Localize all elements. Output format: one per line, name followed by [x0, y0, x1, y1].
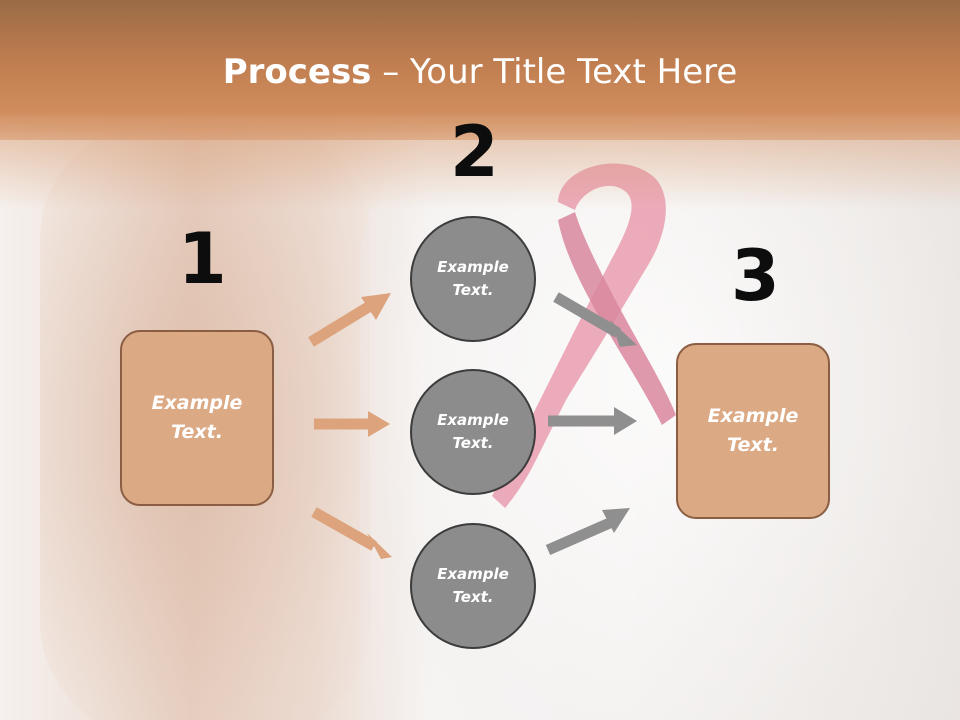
circle-top-line1: Example	[437, 258, 509, 276]
arrow-out-top-head	[610, 320, 637, 348]
step-1-box-line2: Text.	[171, 421, 223, 443]
arrow-in-down-head	[367, 533, 392, 559]
circle-middle-line1: Example	[437, 411, 509, 429]
arrow-out-bottom-head	[602, 508, 630, 533]
arrow-in-down-shaft	[311, 507, 377, 551]
circle-bottom-line2: Text.	[452, 588, 494, 606]
step-number-3: 3	[731, 235, 780, 317]
step-2-circle-bottom[interactable]: Example Text.	[410, 523, 536, 649]
circle-bottom-line1: Example	[437, 565, 509, 583]
arrow-out-bottom-shaft	[545, 516, 615, 556]
arrow-in-up-shaft	[308, 301, 373, 347]
step-3-box-line1: Example	[707, 405, 799, 427]
title-band-fade	[0, 120, 960, 210]
step-3-box[interactable]: Example Text.	[676, 343, 830, 519]
title-rest: – Your Title Text Here	[371, 52, 738, 92]
step-2-circle-top[interactable]: Example Text.	[410, 216, 536, 342]
step-number-1: 1	[178, 218, 227, 300]
arrow-in-up-head	[361, 293, 391, 320]
step-1-box-line1: Example	[151, 392, 243, 414]
arrow-out-middle-head	[614, 407, 637, 435]
circle-top-line2: Text.	[452, 281, 494, 299]
arrow-out-top-shaft	[553, 292, 621, 338]
page-title: Process – Your Title Text Here	[0, 52, 960, 92]
step-1-box[interactable]: Example Text.	[120, 330, 274, 506]
circle-middle-line2: Text.	[452, 434, 494, 452]
title-band	[0, 0, 960, 140]
title-bold: Process	[222, 52, 372, 92]
step-number-2: 2	[450, 111, 499, 193]
step-3-box-line2: Text.	[727, 434, 779, 456]
step-2-circle-middle[interactable]: Example Text.	[410, 369, 536, 495]
arrow-in-middle-head	[368, 411, 390, 437]
